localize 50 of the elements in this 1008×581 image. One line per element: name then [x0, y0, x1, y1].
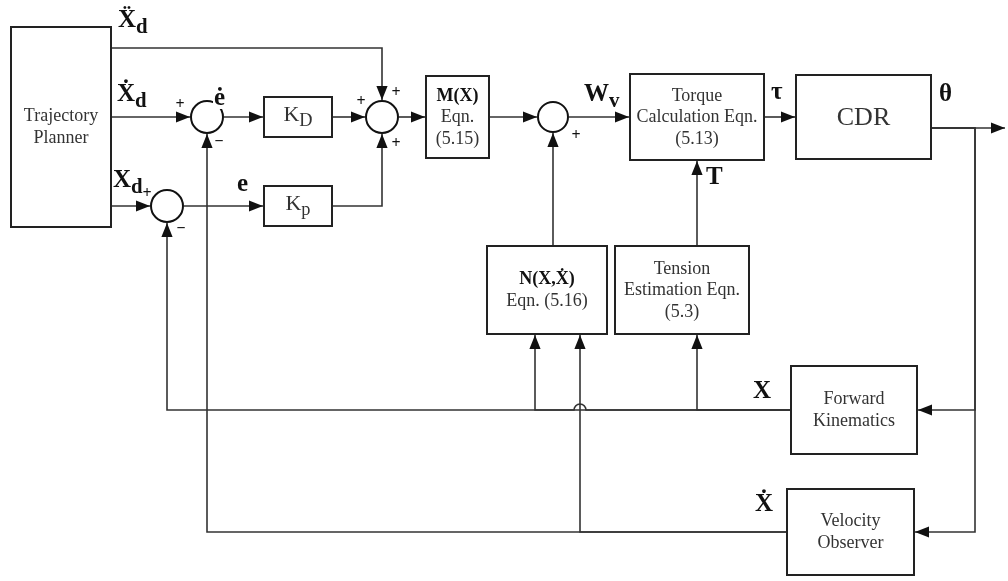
block — [614, 245, 750, 335]
arrow — [332, 111, 366, 123]
arrow — [398, 111, 426, 123]
arrow — [183, 200, 264, 212]
block-label: K$_{D}$ — [283, 101, 313, 133]
block — [786, 488, 915, 576]
block-label: Torque Calculation Eqn. (5.13) — [635, 84, 759, 150]
block — [263, 185, 333, 227]
sign-label: − — [214, 133, 224, 149]
block — [790, 365, 918, 455]
arrow — [489, 111, 538, 123]
summing-junction — [537, 101, 569, 133]
block-label: M(X) — [436, 84, 479, 107]
sign-label: + — [142, 185, 152, 201]
sign-label: + — [391, 135, 401, 151]
sign-label: + — [175, 96, 185, 112]
block-label: Eqn. (5.16) — [506, 290, 588, 312]
block — [486, 245, 608, 335]
block-label: N(X,Ẋ) — [519, 268, 575, 290]
block — [795, 74, 932, 160]
sign-label: + — [571, 127, 581, 143]
block-label: Trajectory Planner — [22, 105, 100, 149]
block — [425, 75, 490, 159]
block-label: K$_{p}$ — [285, 190, 311, 222]
arrow — [568, 111, 630, 123]
arrow — [111, 200, 151, 212]
block-label: Velocity Observer — [816, 510, 885, 554]
block — [10, 26, 112, 228]
block-label: Tension Estimation Eqn. (5.3) — [623, 257, 741, 323]
arrow — [764, 111, 796, 123]
signal-label: ė — [213, 84, 227, 109]
block-label: Forward Kinematics — [812, 388, 896, 432]
arrow — [691, 334, 791, 411]
sign-label: + — [391, 84, 401, 100]
block-label: CDR — [836, 101, 891, 133]
sign-label: + — [356, 93, 366, 109]
sign-label: − — [176, 220, 186, 236]
block — [263, 96, 333, 138]
block — [629, 73, 765, 161]
arrow — [332, 133, 388, 207]
block-label: Eqn. (5.15) — [434, 106, 481, 150]
summing-junction — [365, 100, 399, 134]
summing-junction — [150, 189, 184, 223]
arrow — [111, 111, 191, 123]
arrow — [691, 160, 703, 246]
arrow — [914, 127, 976, 538]
arrow — [574, 334, 787, 533]
arrow — [223, 111, 264, 123]
arrow — [111, 47, 388, 101]
arrow — [547, 132, 559, 246]
